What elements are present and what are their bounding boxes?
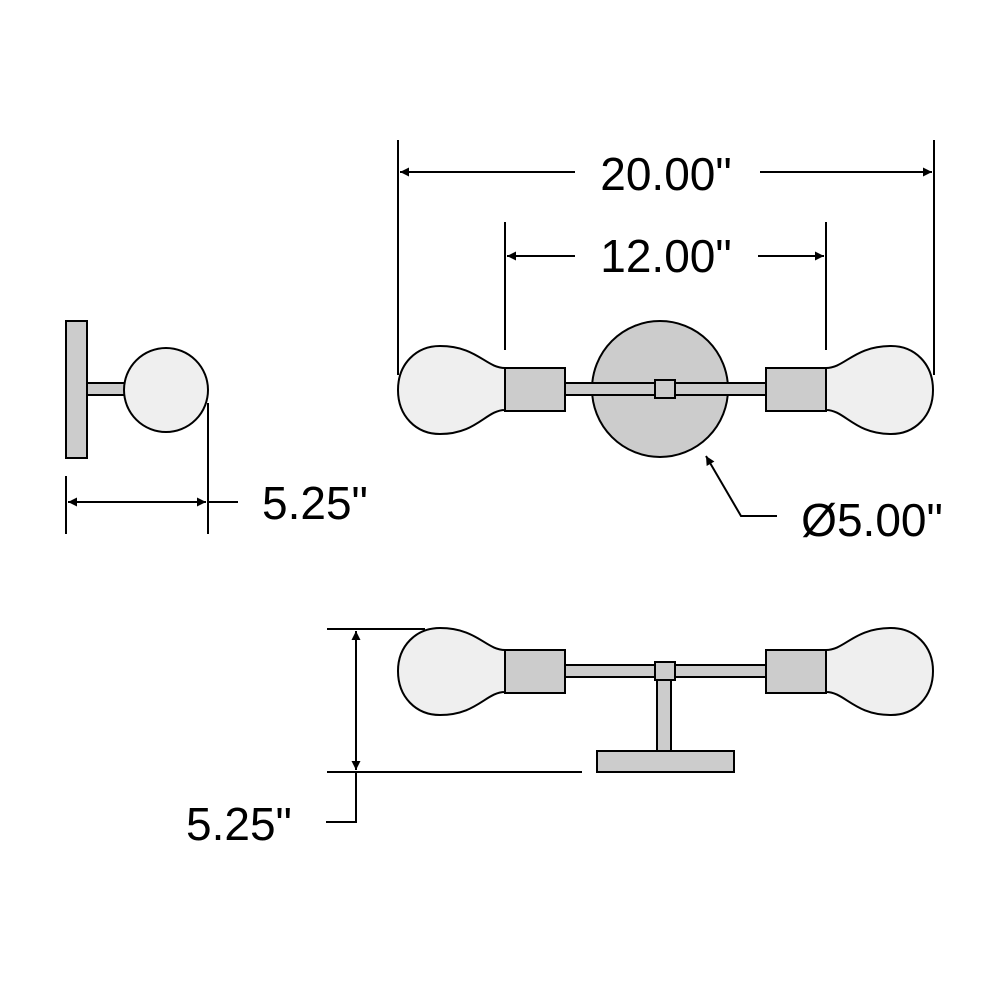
top-depth-label: 5.25" <box>186 798 292 850</box>
side-arm <box>86 382 128 396</box>
bulb-spacing-label: 12.00" <box>600 230 731 282</box>
side-bulb <box>123 347 209 433</box>
side-view: 5.25" <box>65 320 368 534</box>
side-depth-label: 5.25" <box>262 477 368 529</box>
canopy-diameter-label: Ø5.00" <box>801 494 943 546</box>
top-socket-left <box>504 649 566 694</box>
top-depth-leader <box>326 772 357 823</box>
front-socket-left <box>504 367 566 412</box>
front-bulb-right <box>825 344 935 436</box>
top-view: 5.25" <box>186 626 935 850</box>
front-view: 20.00" 12.00" Ø5.00" <box>396 140 943 546</box>
top-arm-joint <box>654 661 676 681</box>
side-backplate <box>65 320 88 459</box>
canopy-diameter-leader <box>705 455 777 517</box>
front-socket-right <box>765 367 827 412</box>
top-bulb-left <box>396 626 506 717</box>
top-wall-plate <box>596 750 735 773</box>
overall-width-label: 20.00" <box>600 148 731 200</box>
front-bulb-left <box>396 344 506 436</box>
top-stem <box>656 677 672 752</box>
front-arm-joint <box>654 379 676 399</box>
top-socket-right <box>765 649 827 694</box>
top-bulb-right <box>825 626 935 717</box>
